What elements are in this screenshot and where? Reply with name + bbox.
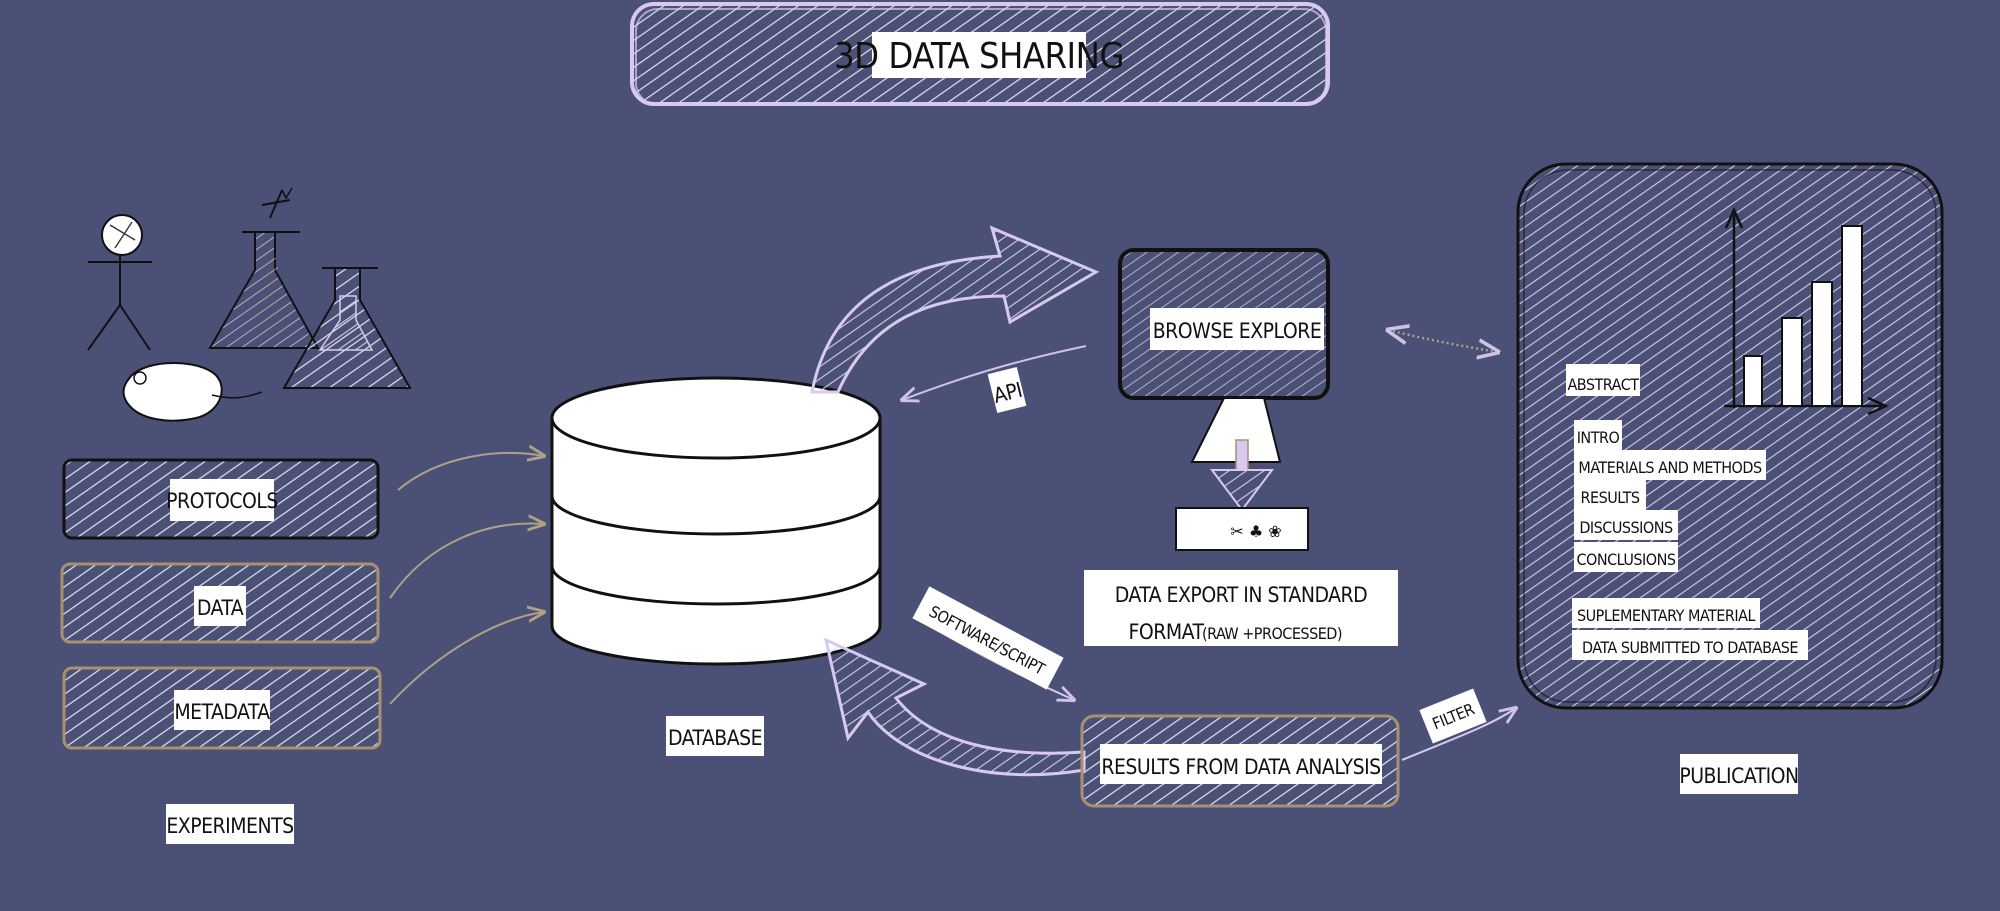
data-box: DATA — [60, 562, 380, 644]
mouse-icon — [122, 362, 263, 422]
page-title: 3D DATA SHARING — [834, 36, 1124, 77]
monitor-icon: BROWSE EXPLORE ✂ ♣ ❀ — [1118, 248, 1330, 551]
data-submitted: DATA SUBMITTED TO DATABASE — [1582, 638, 1798, 657]
export-line2-main: FORMAT — [1129, 620, 1205, 644]
inbound-arrows — [389, 453, 544, 705]
results-box: RESULTS FROM DATA ANALYSIS — [1080, 714, 1400, 808]
publication-label: PUBLICATION — [1679, 764, 1798, 788]
api-arrow: API — [902, 345, 1087, 414]
filter-arrow: FILTER — [1401, 688, 1516, 761]
section-abstract: ABSTRACT — [1567, 375, 1639, 394]
section-intro: INTRO — [1577, 428, 1620, 447]
metadata-label: METADATA — [174, 700, 270, 724]
database-icon — [550, 376, 882, 666]
database-label: DATABASE — [668, 726, 762, 750]
section-conclusions: CONCLUSIONS — [1576, 550, 1675, 569]
data-label: DATA — [197, 596, 244, 620]
supplementary-material: SUPLEMENTARY MATERIAL — [1577, 606, 1755, 625]
export-line2-sub: (RAW +PROCESSED) — [1202, 624, 1342, 643]
section-methods: MATERIALS AND METHODS — [1578, 458, 1762, 477]
browse-label: BROWSE EXPLORE — [1153, 319, 1322, 343]
protocols-box: PROTOCOLS — [62, 458, 380, 540]
results-label: RESULTS FROM DATA ANALYSIS — [1101, 755, 1380, 779]
publication-sections: ABSTRACT INTRO MATERIALS AND METHODS RES… — [1566, 364, 1808, 660]
export-line1: DATA EXPORT IN STANDARD — [1115, 583, 1368, 607]
protocols-label: PROTOCOLS — [166, 489, 278, 513]
export-box: DATA EXPORT IN STANDARD FORMAT (RAW +PRO… — [1084, 570, 1398, 646]
export-icons: ✂ ♣ ❀ — [1230, 522, 1281, 541]
section-results: RESULTS — [1580, 488, 1639, 507]
scientist-icon — [87, 214, 152, 351]
browse-arrow — [810, 225, 1100, 394]
experiments-label: EXPERIMENTS — [166, 814, 293, 838]
browse-publication-arrow — [1388, 330, 1498, 352]
section-discussions: DISCUSSIONS — [1579, 518, 1673, 537]
flask-icon — [282, 267, 412, 389]
flask-icon — [208, 187, 320, 349]
results-return-arrow — [823, 637, 1086, 777]
metadata-box: METADATA — [62, 666, 382, 750]
bar-chart-icon — [1724, 206, 1890, 416]
title-banner: 3D DATA SHARING — [630, 2, 1330, 106]
software-arrow: SOFTWARE/SCRIPT — [912, 586, 1074, 700]
